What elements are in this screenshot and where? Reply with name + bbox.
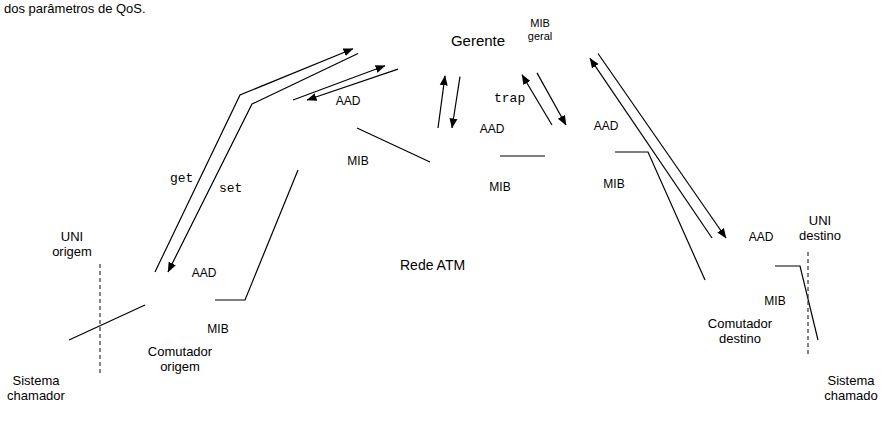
node-label: Comutador destino xyxy=(695,317,785,346)
switch-box xyxy=(145,272,215,337)
connector xyxy=(500,155,545,156)
computer-icon xyxy=(825,318,877,368)
network-ellipse xyxy=(93,85,828,421)
computer-icon xyxy=(10,318,62,368)
network-cloud: Rede ATMComutador origemAADMIBAADMIBAADM… xyxy=(93,85,828,421)
agent-ellipse: AAD xyxy=(178,262,230,286)
connector xyxy=(615,152,705,280)
switch-box xyxy=(705,238,775,303)
connector xyxy=(69,305,145,340)
node-label: MIB xyxy=(603,178,624,191)
node-label: AAD xyxy=(192,267,217,280)
mib-cylinder: MIB xyxy=(482,168,518,200)
agent-ellipse: AAD xyxy=(580,115,632,139)
node-label: Sistema chamador xyxy=(3,374,69,403)
connector xyxy=(438,76,445,128)
manager-ellipse: Gerente MIB geral xyxy=(350,5,606,77)
node-label: AAD xyxy=(749,231,774,244)
connector xyxy=(598,54,726,239)
node-label: MIB xyxy=(347,155,368,168)
node-label: Comutador origem xyxy=(135,345,225,374)
mib-cylinder: MIB xyxy=(200,310,236,342)
message-label: get xyxy=(170,172,193,187)
uni-boundary-line xyxy=(99,264,100,374)
message-label: trap xyxy=(494,92,525,107)
mib-cylinder: MIB xyxy=(596,165,632,197)
node-label: Gerente xyxy=(451,33,505,50)
connector xyxy=(215,170,298,300)
message-label: set xyxy=(219,182,242,197)
node-label: Rede ATM xyxy=(400,258,465,274)
connector xyxy=(522,75,552,125)
mib-cylinder: MIB xyxy=(757,282,793,314)
agent-ellipse: AAD xyxy=(466,118,518,142)
agent-ellipse: AAD xyxy=(735,226,787,250)
node-label: MIB xyxy=(764,295,785,308)
mib-cylinder: MIB xyxy=(340,142,376,174)
node-label: MIB geral xyxy=(524,17,556,42)
atm-switch: AADMIB xyxy=(285,100,357,170)
switch-box xyxy=(285,100,357,170)
atm-switch: Comutador origemAADMIB xyxy=(145,272,215,337)
atm-switch: Comutador destinoAADMIB xyxy=(705,238,775,303)
interface-label: UNI origem xyxy=(46,230,98,259)
node-label: AAD xyxy=(594,120,619,133)
node-label: AAD xyxy=(336,95,361,108)
node-label: AAD xyxy=(480,123,505,136)
uni-boundary-line xyxy=(807,252,808,354)
mib-cylinder: MIB geral xyxy=(518,3,562,49)
page-text: dos parâmetros de QoS. xyxy=(4,2,146,17)
node-label: MIB xyxy=(207,323,228,336)
connector xyxy=(590,58,712,238)
computer-system: Sistema chamado xyxy=(818,318,884,406)
node-label: MIB xyxy=(489,181,510,194)
interface-label: UNI destino xyxy=(794,214,846,243)
node-label: Sistema chamado xyxy=(818,374,884,403)
computer-system: Sistema chamador xyxy=(3,318,69,406)
connector xyxy=(537,73,566,125)
atm-switch: AADMIB xyxy=(545,125,615,193)
connector xyxy=(452,77,460,128)
agent-ellipse: AAD xyxy=(322,90,374,114)
atm-switch: AADMIB xyxy=(430,128,500,196)
